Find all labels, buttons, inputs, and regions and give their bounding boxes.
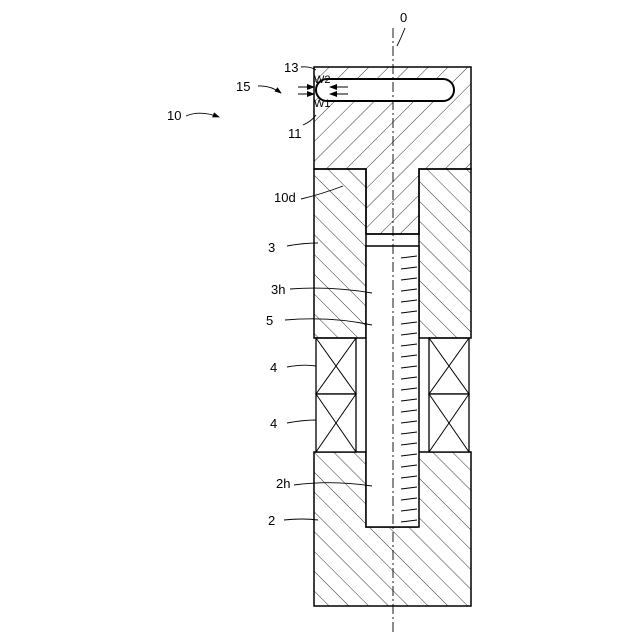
ref-label-2: 2 bbox=[268, 513, 275, 528]
bearing-4-left-lower bbox=[316, 394, 356, 452]
bearing-4-left-upper bbox=[316, 338, 356, 394]
slot-15 bbox=[316, 79, 454, 101]
ref-label-10d: 10d bbox=[274, 190, 296, 205]
middle-block-3-left bbox=[314, 169, 366, 338]
ref-label-2h: 2h bbox=[276, 476, 290, 491]
ref-label-11: 11 bbox=[288, 126, 302, 141]
ref-label-4-upper: 4 bbox=[270, 360, 277, 375]
width-label-w1: W1 bbox=[314, 98, 331, 110]
bearing-4-right-lower bbox=[429, 394, 469, 452]
axis-label-0: 0 bbox=[400, 10, 407, 25]
ref-label-3h: 3h bbox=[271, 282, 285, 297]
threaded-shaft-5 bbox=[366, 246, 419, 527]
ref-label-5: 5 bbox=[266, 313, 273, 328]
ref-label-13: 13 bbox=[284, 60, 298, 75]
ref-label-4-lower: 4 bbox=[270, 416, 277, 431]
ref-label-10: 10 bbox=[167, 108, 181, 123]
ref-label-15: 15 bbox=[236, 79, 250, 94]
middle-block-3-right bbox=[419, 169, 471, 338]
ref-label-3: 3 bbox=[268, 240, 275, 255]
bearing-4-right-upper bbox=[429, 338, 469, 394]
width-label-w2: W2 bbox=[314, 74, 331, 86]
